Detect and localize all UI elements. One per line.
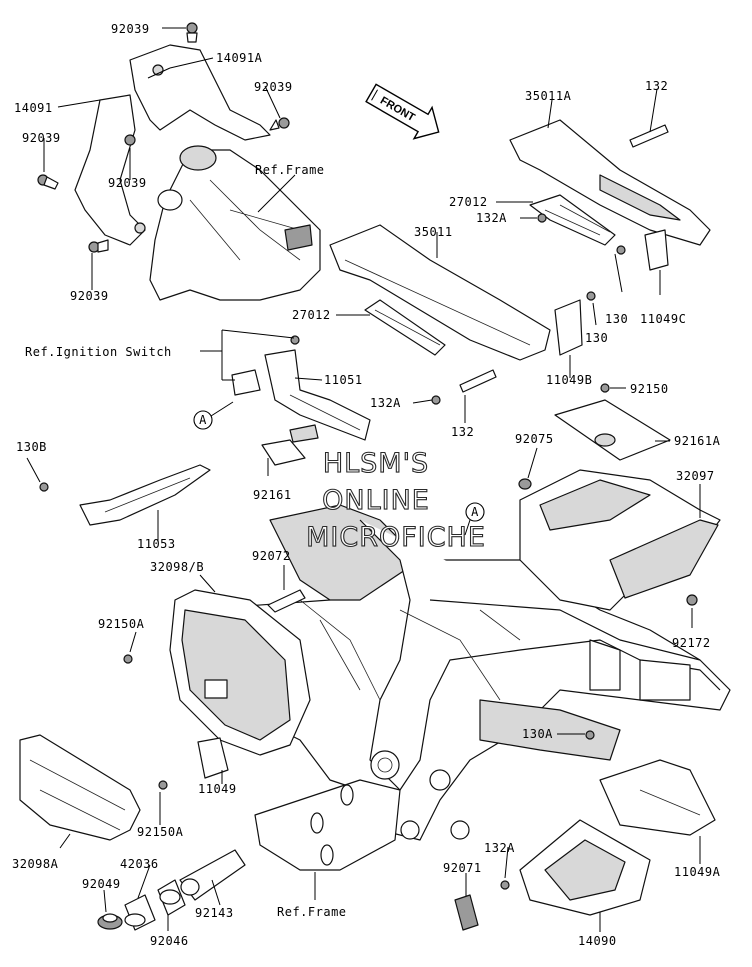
side-cover-32098A [19, 734, 141, 841]
label-92039-top: 92039 [111, 22, 150, 36]
brackets-27012 [364, 194, 616, 356]
label-92150A-top: 92150A [98, 617, 145, 631]
label-92161A: 92161A [674, 434, 721, 448]
label-92150: 92150 [630, 382, 669, 396]
label-92071: 92071 [443, 861, 482, 875]
label-32098A: 32098A [12, 857, 59, 871]
label-14091A: 14091A [216, 51, 263, 65]
label-132A-top: 132A [476, 211, 507, 225]
part-labels: 92039 14091A 14091 92039 92039 92039 920… [12, 22, 721, 948]
label-27012-mid: 27012 [292, 308, 331, 322]
side-cover-14091 [74, 44, 271, 246]
label-132A-bottom: 132A [484, 841, 515, 855]
label-92143: 92143 [195, 906, 234, 920]
label-11049C: 11049C [640, 312, 686, 326]
front-direction-arrow: FRONT [365, 83, 440, 140]
grommet-92071 [454, 894, 479, 931]
label-14091: 14091 [14, 101, 53, 115]
label-11049B: 11049B [546, 373, 592, 387]
watermark-line-2: ONLINE [322, 485, 430, 516]
label-ref-frame-top: Ref.Frame [255, 163, 325, 177]
clamp-92072 [267, 589, 306, 613]
label-32097: 32097 [676, 469, 715, 483]
bracket-11053 [79, 464, 211, 526]
leader-lines [26, 27, 701, 932]
label-32098B: 32098/B [150, 560, 204, 574]
label-11049: 11049 [198, 782, 237, 796]
label-92039-bottom: 92039 [70, 289, 109, 303]
label-130A: 130A [522, 727, 553, 741]
side-cover-32098B [169, 589, 311, 756]
lower-frame-section [254, 779, 401, 871]
label-92161: 92161 [253, 488, 292, 502]
bracket-92161 [261, 424, 319, 466]
watermark: HLSM'S ONLINE MICROFICHE [306, 447, 486, 553]
label-92172: 92172 [672, 636, 711, 650]
label-132-top: 132 [645, 79, 668, 93]
bushing-set [97, 849, 246, 931]
cover-35011 [329, 224, 551, 361]
bracket-11049B [554, 299, 583, 356]
label-130-right: 130 [605, 312, 628, 326]
watermark-line-3: MICROFICHE [306, 522, 486, 553]
label-92046: 92046 [150, 934, 189, 948]
label-92075: 92075 [515, 432, 554, 446]
label-92039-left: 92039 [22, 131, 61, 145]
battery-case-32097 [519, 469, 721, 611]
label-92150A-bottom: 92150A [137, 825, 184, 839]
bolts-92039 [37, 22, 290, 253]
label-92039-mid: 92039 [108, 176, 147, 190]
watermark-line-1: HLSM'S [323, 448, 429, 479]
label-92049: 92049 [82, 877, 121, 891]
label-35011A: 35011A [525, 89, 572, 103]
label-ref-frame-bottom: Ref.Frame [277, 905, 347, 919]
main-frame [189, 504, 731, 841]
reference-marker-a-left: A [193, 401, 234, 430]
bracket-11049C [644, 229, 669, 271]
bracket-11051 [231, 349, 371, 441]
label-35011: 35011 [414, 225, 453, 239]
marker-a-right-label: A [471, 505, 479, 519]
bracket-11049 [197, 737, 229, 779]
label-130-mid: 130 [585, 331, 608, 345]
cover-35011A [509, 119, 711, 246]
label-ref-ignition-switch: Ref.Ignition Switch [25, 345, 172, 359]
marker-a-left-label: A [199, 413, 207, 427]
label-42036: 42036 [120, 857, 159, 871]
bracket-11049A [599, 759, 716, 836]
reference-marker-a-right: A [464, 502, 485, 536]
label-11053: 11053 [137, 537, 176, 551]
box-14090 [519, 819, 651, 916]
label-132-mid: 132 [451, 425, 474, 439]
label-92072: 92072 [252, 549, 291, 563]
label-27012-top: 27012 [449, 195, 488, 209]
label-92039-right: 92039 [254, 80, 293, 94]
steering-head-frame [149, 145, 321, 301]
label-130B: 130B [16, 440, 47, 454]
grommet-92075 [518, 478, 532, 490]
battery-pad-92161A [554, 399, 671, 461]
label-132A-mid: 132A [370, 396, 401, 410]
label-14090: 14090 [578, 934, 617, 948]
label-11051: 11051 [324, 373, 363, 387]
label-11049A: 11049A [674, 865, 721, 879]
